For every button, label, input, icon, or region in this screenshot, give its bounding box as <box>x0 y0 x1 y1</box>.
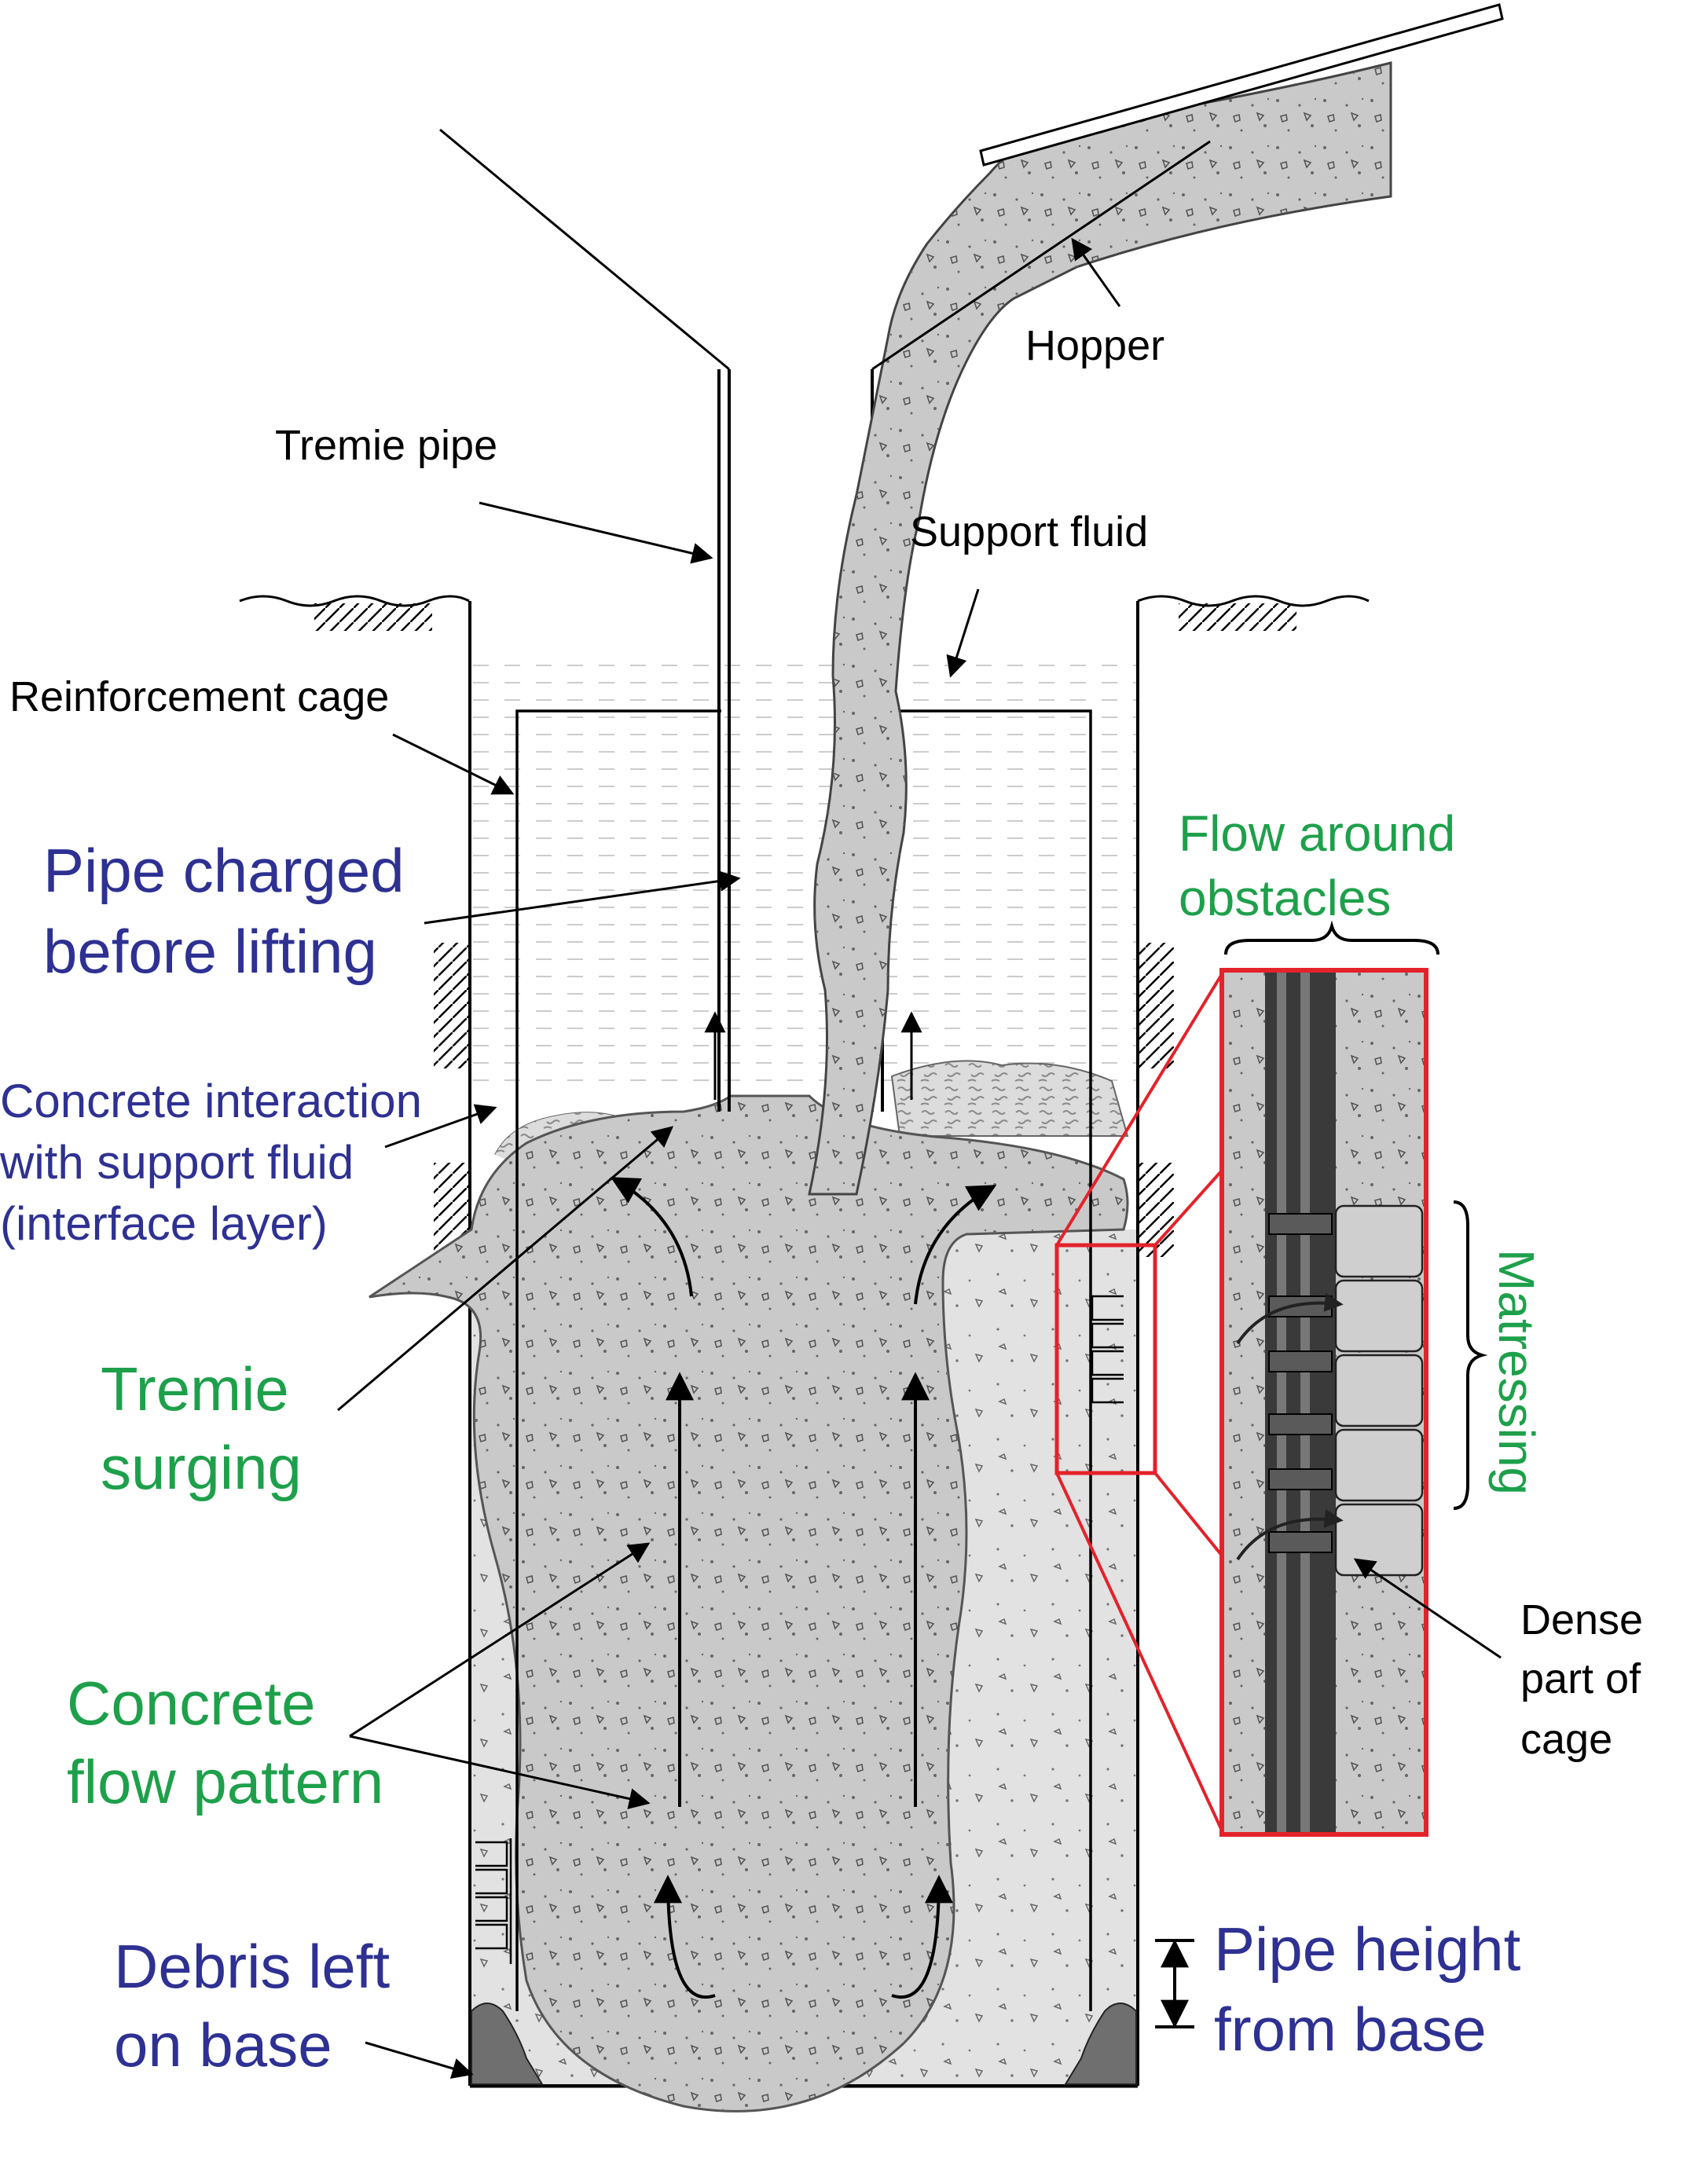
label-hopper: Hopper <box>1025 322 1164 369</box>
label-reinforcement-cage: Reinforcement cage <box>9 673 389 720</box>
label-dense-part-line2: part of <box>1520 1655 1641 1702</box>
label-tremie-pipe: Tremie pipe <box>275 422 497 469</box>
label-pipe-height-line2: from base <box>1214 1995 1487 2064</box>
label-debris-line1: Debris left <box>114 1932 390 2001</box>
label-concrete-flow-line2: flow pattern <box>67 1747 383 1816</box>
label-pipe-height-line1: Pipe height <box>1214 1915 1521 1984</box>
label-matressing: Matressing <box>1488 1249 1545 1495</box>
label-tremie-surging-line1: Tremie <box>101 1354 289 1424</box>
label-concrete-interaction-line2: with support fluid <box>0 1136 354 1189</box>
label-flow-around-line2: obstacles <box>1179 870 1391 926</box>
pipe-height-dimension <box>1155 1940 1194 2027</box>
brace-flow-around <box>1226 926 1438 955</box>
label-support-fluid: Support fluid <box>910 508 1148 555</box>
label-pipe-charged-line2: before lifting <box>43 917 377 986</box>
label-concrete-interaction-line1: Concrete interaction <box>0 1075 422 1127</box>
label-tremie-surging-line2: surging <box>101 1433 302 1502</box>
brace-matressing <box>1454 1202 1482 1508</box>
label-concrete-flow-line1: Concrete <box>67 1669 316 1738</box>
label-dense-part-line3: cage <box>1520 1716 1612 1763</box>
label-concrete-interaction-line3: (interface layer) <box>0 1197 328 1250</box>
label-flow-around-line1: Flow around <box>1179 805 1455 862</box>
label-pipe-charged-line1: Pipe charged <box>43 836 405 905</box>
label-dense-part-line1: Dense <box>1520 1596 1643 1643</box>
support-fluid <box>471 660 1136 1084</box>
label-debris-line2: on base <box>114 2010 332 2080</box>
